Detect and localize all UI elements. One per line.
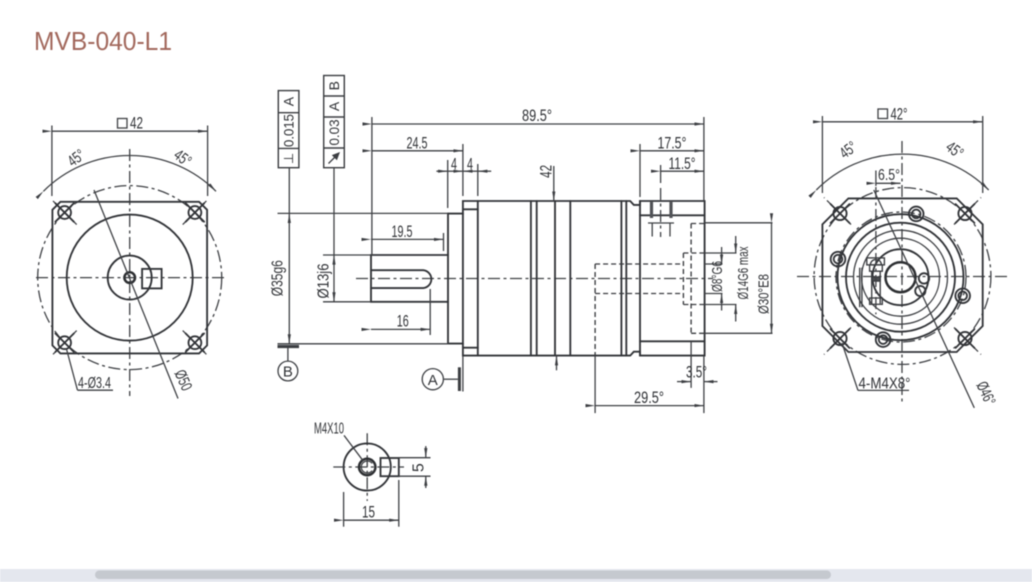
svg-text:Ø46°: Ø46° <box>973 379 999 408</box>
svg-text:Ø14G6 max: Ø14G6 max <box>735 246 752 299</box>
svg-text:29.5°: 29.5° <box>634 388 664 407</box>
svg-text:4-M4X8°: 4-M4X8° <box>859 375 911 392</box>
svg-text:11.5°: 11.5° <box>669 154 696 173</box>
svg-text:45°: 45° <box>65 147 89 171</box>
svg-text:A: A <box>326 101 342 111</box>
svg-text:Ø8°G6: Ø8°G6 <box>709 261 726 292</box>
svg-text:0.015: 0.015 <box>281 114 297 147</box>
svg-text:16: 16 <box>397 312 409 331</box>
svg-text:Ø35g6: Ø35g6 <box>269 260 286 296</box>
svg-text:24.5: 24.5 <box>407 134 428 153</box>
svg-text:MVB-040-L1: MVB-040-L1 <box>34 26 172 56</box>
svg-text:15: 15 <box>362 503 375 522</box>
svg-text:6.5°: 6.5° <box>878 167 900 184</box>
svg-text:B: B <box>283 364 293 381</box>
svg-text:B: B <box>326 81 342 90</box>
svg-text:89.5°: 89.5° <box>522 106 552 125</box>
svg-text:Ø30°E8: Ø30°E8 <box>756 274 773 314</box>
svg-text:⊥: ⊥ <box>281 153 296 164</box>
svg-text:5: 5 <box>411 463 428 472</box>
svg-text:19.5: 19.5 <box>392 222 413 241</box>
svg-text:45°: 45° <box>837 139 861 163</box>
svg-text:4-Ø3.4: 4-Ø3.4 <box>78 375 111 392</box>
svg-text:4: 4 <box>467 155 473 174</box>
svg-text:45°: 45° <box>942 139 966 163</box>
svg-text:42: 42 <box>536 165 555 178</box>
svg-text:A: A <box>428 372 438 389</box>
svg-text:0.03: 0.03 <box>326 119 342 145</box>
svg-text:M4X10: M4X10 <box>314 421 344 438</box>
svg-text:4: 4 <box>451 155 457 174</box>
svg-text:3.5°: 3.5° <box>686 363 707 382</box>
svg-text:45°: 45° <box>170 147 194 171</box>
svg-text:42: 42 <box>130 114 143 133</box>
svg-text:42°: 42° <box>891 104 908 123</box>
svg-text:17.5°: 17.5° <box>658 134 687 153</box>
svg-text:A: A <box>281 96 297 106</box>
svg-text:Ø13j6: Ø13j6 <box>316 263 333 298</box>
